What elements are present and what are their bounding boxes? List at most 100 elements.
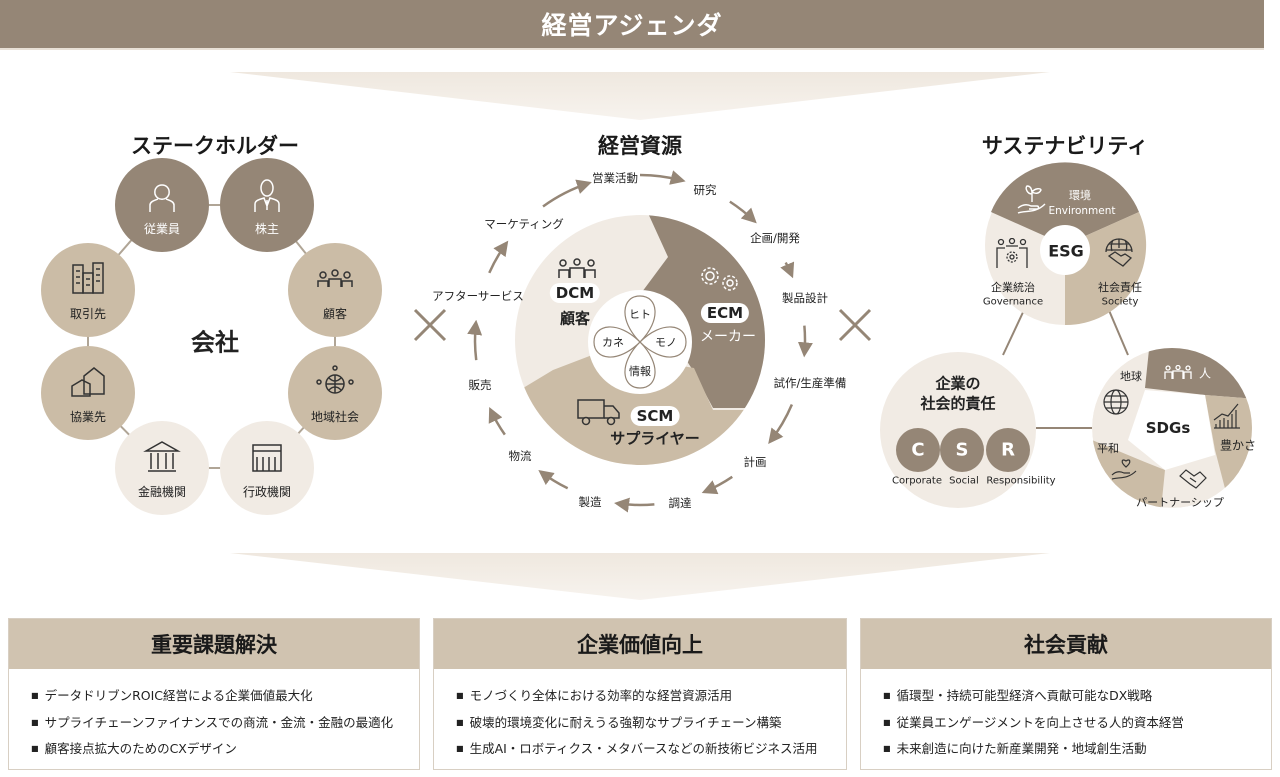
stakeholder-shareholder: 株主 — [220, 158, 314, 252]
shareholder-icon — [254, 178, 280, 212]
csr-word-corporate: Corporate — [892, 475, 942, 487]
cycle-step: マーケティング — [484, 217, 564, 231]
outcome-bullet: 顧客接点拡大のためのCXデザイン — [31, 736, 419, 763]
esg-center: ESG — [1048, 241, 1084, 261]
outcome-box-corporate-value: 企業価値向上 モノづくり全体における効率的な経営資源活用破壊的環境変化に耐えうる… — [433, 618, 847, 770]
cycle-arrow — [768, 403, 794, 444]
cycle-arrow — [467, 319, 483, 361]
esg-governance-ja: 企業統治 — [991, 281, 1035, 294]
outcome-title: 企業価値向上 — [434, 619, 846, 669]
customers-icon — [317, 268, 353, 287]
cycle-arrow — [488, 240, 509, 274]
stakeholder-label: 顧客 — [322, 306, 347, 321]
stakeholder-label: 行政機関 — [242, 484, 291, 499]
outcome-title: 重要課題解決 — [9, 619, 419, 669]
top-chevron — [230, 72, 1050, 120]
stakeholder-label: 協業先 — [69, 409, 106, 424]
handshake-icon — [1179, 469, 1207, 489]
csr-title-line2: 社会的責任 — [920, 394, 996, 413]
esg-society-en: Society — [1101, 296, 1139, 308]
outcome-bullet: サプライチェーンファイナンスでの商流・金流・金融の最適化 — [31, 710, 419, 737]
cycle-step: 試作/生産準備 — [773, 376, 847, 390]
stakeholder-label: 金融機関 — [137, 484, 186, 499]
stakeholder-supplier: 取引先 — [41, 243, 135, 337]
cycle-step: 製品設計 — [782, 291, 828, 305]
sdgs-pie — [1092, 348, 1252, 508]
customers-icon — [558, 258, 596, 278]
esg-environment-en: Environment — [1048, 205, 1116, 217]
stakeholder-government: 行政機関 — [220, 421, 314, 515]
sdgs-planet: 地球 — [1120, 370, 1142, 383]
cycle-arrow — [701, 475, 733, 495]
core-resource-goods: モノ — [655, 336, 677, 349]
dcm-badge: DCM — [549, 283, 601, 303]
bank-icon — [143, 440, 181, 472]
csr-word-responsibility: Responsibility — [986, 475, 1056, 487]
sdgs-peace: 平和 — [1097, 442, 1119, 455]
stakeholder-label: 取引先 — [69, 306, 106, 321]
cycle-arrow — [729, 200, 757, 224]
plant-hand-icon — [1017, 185, 1046, 214]
office-buildings-icon — [72, 261, 104, 294]
core-resource-money: カネ — [602, 336, 624, 349]
gears-icon — [701, 267, 738, 291]
cycle-arrow — [639, 170, 686, 185]
cycle-step: 営業活動 — [592, 171, 638, 185]
outcome-bullet: 未来創造に向けた新産業開発・地域創生活動 — [883, 736, 1271, 763]
cycle-step: 製造 — [578, 495, 602, 509]
bottom-chevron — [230, 553, 1050, 600]
partner-houses-icon — [71, 366, 105, 397]
stakeholder-partner: 協業先 — [41, 346, 135, 440]
sdgs-people: 人 — [1198, 366, 1212, 381]
stakeholder-label: 株主 — [254, 221, 279, 236]
outcome-box-social-contribution: 社会貢献 循環型・持続可能型経済へ貢献可能なDX戦略従業員エンゲージメントを向上… — [860, 618, 1272, 770]
sdgs-prosperity: 豊かさ — [1219, 438, 1257, 453]
scm-badge: SCM — [630, 406, 680, 426]
outcome-bullet: 従業員エンゲージメントを向上させる人的資本経営 — [883, 710, 1271, 737]
esg-governance-en: Governance — [982, 296, 1044, 308]
csr-letter-c: C — [911, 439, 925, 461]
stakeholder-label: 地域社会 — [310, 409, 359, 424]
csr-word-social: Social — [949, 475, 979, 487]
core-resource-people: ヒト — [629, 308, 651, 321]
outcome-bullet: モノづくり全体における効率的な経営資源活用 — [456, 683, 846, 710]
stakeholder-bank: 金融機関 — [115, 421, 209, 515]
core-resource-information: 情報 — [629, 365, 651, 378]
community-globe-icon — [316, 364, 354, 394]
cycle-arrow — [797, 325, 813, 358]
people-icon — [1164, 365, 1192, 379]
dcm-label: 顧客 — [559, 309, 591, 328]
stakeholder-employee: 従業員 — [115, 158, 209, 252]
growth-chart-icon — [1213, 403, 1240, 429]
cycle-step: 企画/開発 — [750, 231, 800, 245]
csr-letter-s: S — [955, 439, 969, 461]
outcome-bullet: 循環型・持続可能型経済へ貢献可能なDX戦略 — [883, 683, 1271, 710]
cycle-arrow — [538, 469, 569, 490]
esg-environment-ja: 環境 — [1069, 189, 1091, 202]
cross-icons — [413, 308, 872, 342]
sdgs-partnership: パートナーシップ — [1136, 496, 1224, 509]
stakeholder-label: 従業員 — [143, 221, 180, 236]
cycle-step: 調達 — [668, 496, 692, 510]
outcome-bullet: データドリブンROIC経営による企業価値最大化 — [31, 683, 419, 710]
cycle-arrows — [467, 170, 813, 513]
heart-hand-icon — [1111, 459, 1137, 480]
cycle-arrow — [488, 407, 506, 436]
globe-icon — [1103, 389, 1129, 415]
government-building-icon — [252, 443, 282, 472]
cycle-step: 販売 — [468, 378, 492, 392]
sustainability-connectors — [1002, 307, 1129, 429]
outcome-box-issue-solving: 重要課題解決 データドリブンROIC経営による企業価値最大化サプライチェーンファ… — [8, 618, 420, 770]
scm-label: サプライヤー — [610, 429, 700, 448]
outcome-bullet: 生成AI・ロボティクス・メタバースなどの新技術ビジネス活用 — [456, 736, 846, 763]
csr-title-line1: 企業の — [935, 374, 981, 393]
governance-icon — [996, 238, 1028, 268]
ecm-badge: ECM — [700, 303, 750, 323]
truck-icon — [577, 399, 620, 426]
outcome-title: 社会貢献 — [861, 619, 1271, 669]
cycle-arrow — [614, 497, 655, 513]
employee-icon — [149, 183, 175, 212]
stakeholder-customer: 顧客 — [288, 243, 382, 337]
agenda-banner: 経営アジェンダ — [0, 0, 1264, 50]
cycle-arrow — [542, 179, 592, 208]
